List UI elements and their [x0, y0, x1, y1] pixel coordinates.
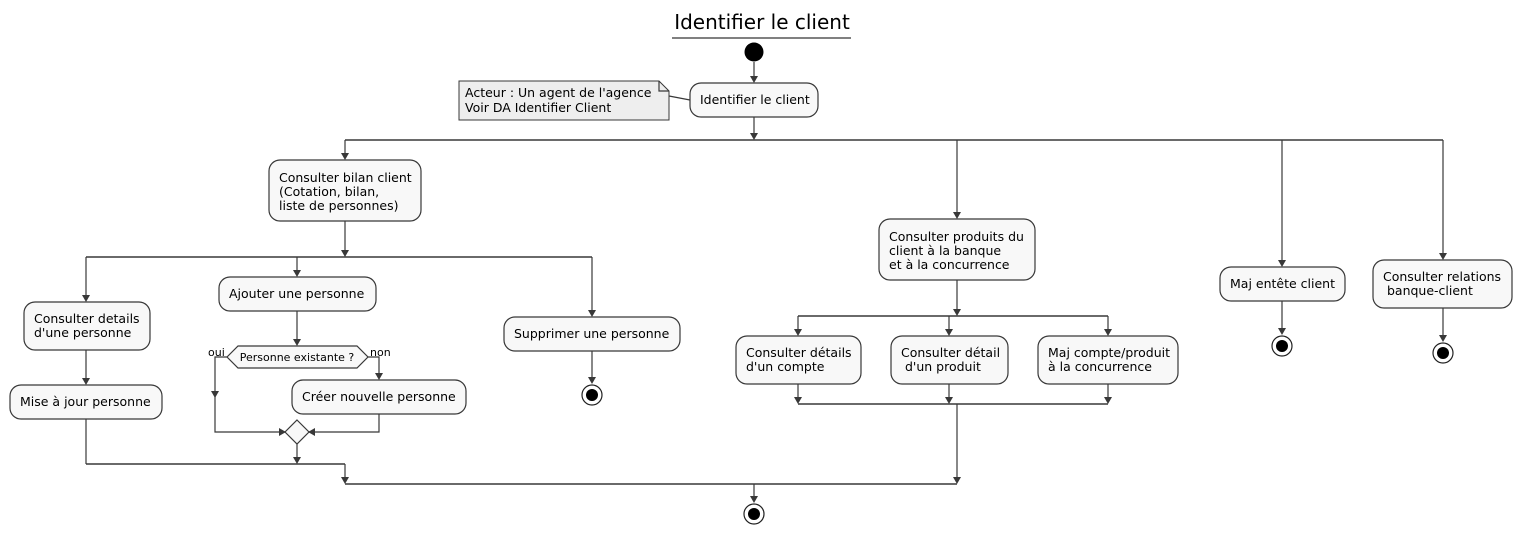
decision-yes-label: oui: [208, 346, 225, 359]
activity-label-line-2: d'un produit: [901, 359, 981, 374]
arrow-head: [953, 309, 961, 316]
end-node-ring: [1271, 335, 1293, 357]
activity-label-line-2: client à la banque: [889, 243, 1001, 258]
activity-label-line-2: à la concurrence: [1048, 359, 1152, 374]
arrow-head: [945, 329, 953, 336]
end-node-dot: [748, 508, 760, 520]
activity-label: Supprimer une personne: [514, 326, 670, 341]
end-node-ring: [743, 503, 765, 525]
arrow-head: [1278, 328, 1286, 335]
end-node-supprimer: [581, 384, 603, 406]
arrow-head: [750, 76, 758, 83]
activity-consulter-details-compte: Consulter détails d'un compte: [735, 335, 862, 385]
arrow-head: [82, 378, 90, 385]
end-node-maj-entete: [1271, 335, 1293, 357]
activity-label-line-1: Consulter détail: [901, 345, 1000, 360]
activity-label-line-1: Consulter bilan client: [279, 170, 412, 185]
note-shape: [458, 80, 670, 121]
activity-label-line-3: liste de personnes): [279, 198, 398, 213]
note-line-1: Acteur : Un agent de l'agence: [465, 85, 652, 100]
note-connector: [668, 95, 691, 101]
activity-label: Identifier le client: [700, 92, 810, 107]
activity-label-line-2: (Cotation, bilan,: [279, 184, 379, 199]
activity-identifier-client: Identifier le client: [689, 82, 819, 118]
activity-label: Mise à jour personne: [20, 394, 151, 409]
arrow-head: [293, 339, 301, 346]
activity-maj-entete-client: Maj entête client: [1219, 266, 1346, 302]
arrow-head: [211, 391, 219, 398]
activity-label: Ajouter une personne: [229, 286, 365, 301]
diagram-title: Identifier le client: [674, 10, 850, 34]
arrow-head: [1439, 253, 1447, 260]
arrow-head: [945, 397, 953, 404]
arrow-head: [293, 270, 301, 277]
actor-note: Acteur : Un agent de l'agence Voir DA Id…: [458, 80, 691, 121]
arrow-head: [293, 457, 301, 464]
arrow-head: [375, 373, 383, 380]
activity-maj-compte-produit: Maj compte/produit à la concurrence: [1037, 335, 1179, 385]
arrow-head: [750, 133, 758, 140]
activity-consulter-bilan: Consulter bilan client (Cotation, bilan,…: [268, 159, 422, 222]
activity-label-line-1: Consulter produits du: [889, 229, 1024, 244]
decision-personne-existante: Personne existante ? oui non: [208, 345, 391, 369]
arrow-head: [341, 153, 349, 160]
end-node-relations: [1432, 342, 1454, 364]
arrow-head: [588, 377, 596, 384]
activity-box: [23, 301, 151, 351]
decision-question: Personne existante ?: [240, 351, 355, 364]
activity-consulter-produits: Consulter produits du client à la banque…: [878, 218, 1036, 281]
arrow-head: [1439, 335, 1447, 342]
activity-label-line-2: d'un compte: [746, 359, 825, 374]
arrow-head: [279, 428, 286, 436]
activity-label-line-1: Consulter details: [34, 311, 140, 326]
arrow-head: [1104, 329, 1112, 336]
arrow-head: [341, 250, 349, 257]
activity-label-line-1: Consulter relations: [1383, 269, 1501, 284]
arrow-head: [953, 477, 961, 484]
arrow-head: [750, 496, 758, 503]
activity-ajouter-personne: Ajouter une personne: [218, 276, 377, 312]
start-node: [744, 42, 764, 62]
flow-creer-to-merge: [309, 414, 380, 433]
end-node-final: [743, 503, 765, 525]
arrow-head: [794, 329, 802, 336]
arrow-head: [341, 477, 349, 484]
activity-consulter-detail-produit: Consulter détail d'un produit: [890, 335, 1009, 385]
end-node-dot: [1276, 340, 1288, 352]
arrow-head: [794, 397, 802, 404]
note-line-2: Voir DA Identifier Client: [465, 100, 611, 115]
decision-no-label: non: [370, 346, 391, 359]
activity-label: Maj entête client: [1230, 276, 1335, 291]
activity-label-line-2: banque-client: [1383, 283, 1473, 298]
note-fold: [658, 81, 669, 92]
end-node-ring: [1432, 342, 1454, 364]
activity-label-line-1: Maj compte/produit: [1048, 345, 1170, 360]
arrow-head: [1104, 397, 1112, 404]
activity-creer-nouvelle-personne: Créer nouvelle personne: [291, 379, 467, 415]
activity-label-line-2: d'une personne: [34, 325, 132, 340]
activity-consulter-relations: Consulter relations banque-client: [1372, 259, 1513, 309]
activity-label-line-1: Consulter détails: [746, 345, 852, 360]
arrow-head: [308, 428, 315, 436]
activity-mise-a-jour-personne: Mise à jour personne: [9, 384, 163, 420]
activity-supprimer-personne: Supprimer une personne: [503, 316, 681, 352]
merge-diamond: [284, 419, 310, 445]
arrow-head: [82, 295, 90, 302]
activity-label-line-3: et à la concurrence: [889, 257, 1010, 272]
end-node-ring: [581, 384, 603, 406]
arrow-head: [588, 310, 596, 317]
arrow-head: [953, 212, 961, 219]
activity-consulter-details-personne: Consulter details d'une personne: [23, 301, 151, 351]
flow-non: [368, 356, 380, 373]
end-node-dot: [1437, 347, 1449, 359]
arrow-head: [1278, 260, 1286, 267]
end-node-dot: [586, 389, 598, 401]
activity-label: Créer nouvelle personne: [302, 389, 456, 404]
